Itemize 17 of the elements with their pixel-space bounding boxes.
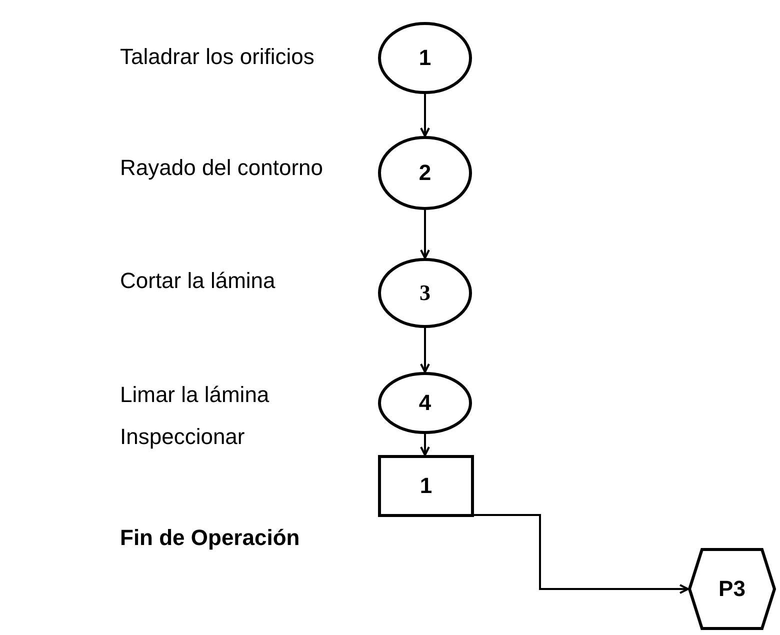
step-number: 1 xyxy=(420,473,432,499)
step-label: Taladrar los orificios xyxy=(120,44,314,70)
step-label: Limar la lámina xyxy=(120,382,270,408)
step-label: Inspeccionar xyxy=(120,424,245,450)
step-number: 1 xyxy=(418,45,432,71)
step-number: 3 xyxy=(420,280,430,306)
arrow xyxy=(474,514,689,594)
step-number: P3 xyxy=(718,576,746,602)
step-label: Rayado del contorno xyxy=(120,155,324,181)
step-number: 2 xyxy=(418,160,432,186)
arrow xyxy=(420,434,430,456)
end-label: Fin de Operación xyxy=(120,525,300,551)
step-label: Cortar la lámina xyxy=(120,268,276,294)
arrow xyxy=(420,94,430,137)
step-number: 4 xyxy=(418,390,432,416)
arrow xyxy=(420,328,430,373)
arrow xyxy=(420,210,430,259)
